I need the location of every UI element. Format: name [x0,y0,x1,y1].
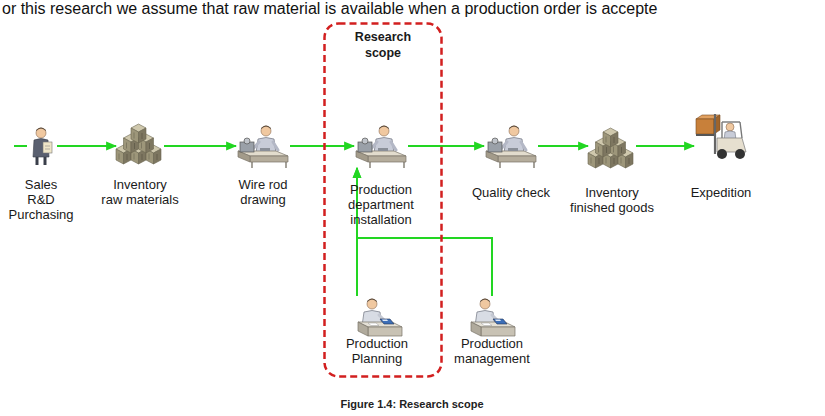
process-node: Quality check [484,124,538,168]
process-node: Production management [464,296,520,336]
dashed-border [325,24,442,377]
process-node: Expedition [694,114,748,160]
scope-boundary: Research scopeProduction department inst… [323,22,443,378]
figure-caption: Figure 1.4: Research scope [340,398,483,410]
label-group: Inventory raw materials [101,177,178,207]
process-node: Production Planning [352,296,402,336]
desk-worker-icon [358,299,402,337]
flow-arrow [408,145,484,147]
flow-line-start [14,145,27,147]
process-node: Wire rod drawing [236,124,290,168]
inventory-boxes-icon [588,128,633,168]
scope-title: Research scope [355,29,411,61]
label-group: Inventory finished goods [570,185,654,215]
node-label: Wire rod drawing [238,177,287,207]
forklift-icon [696,114,746,159]
node-label: Expedition [691,185,752,200]
desk-worker-icon [471,299,515,337]
workstation-icon [356,126,406,169]
flow-arrow [57,145,116,147]
label-group: Sales R&D Purchasing [8,177,73,222]
node-label: Inventory raw materials [101,177,178,207]
node-label: Sales R&D Purchasing [8,177,73,222]
process-node: Inventory raw materials [116,124,164,164]
label-group: Production Planning [346,336,408,366]
label-group: Research scope [355,29,411,61]
node-label: Inventory finished goods [570,185,654,215]
sales-person-icon [33,128,52,166]
label-group: Production department installation [348,182,414,227]
process-node: Sales R&D Purchasing [25,127,57,165]
process-node: Inventory finished goods [588,128,636,168]
process-node: Production department installation [354,124,408,168]
label-group: Wire rod drawing [238,177,287,207]
node-label: Production department installation [348,182,414,227]
node-label: Production Planning [346,336,408,366]
label-group: Quality check [472,185,550,200]
workstation-icon [486,126,536,169]
note-text: or this research we assume that raw mate… [2,0,657,18]
flow-arrow [290,145,354,147]
flow-arrow [164,145,236,147]
node-label: Quality check [472,185,550,200]
label-group: Expedition [691,185,752,200]
flow-arrow [636,145,694,147]
inventory-boxes-icon [116,124,161,164]
flow-arrow [538,145,588,147]
label-group: Production management [454,336,530,366]
node-label: Production management [454,336,530,366]
workstation-icon [238,126,288,169]
